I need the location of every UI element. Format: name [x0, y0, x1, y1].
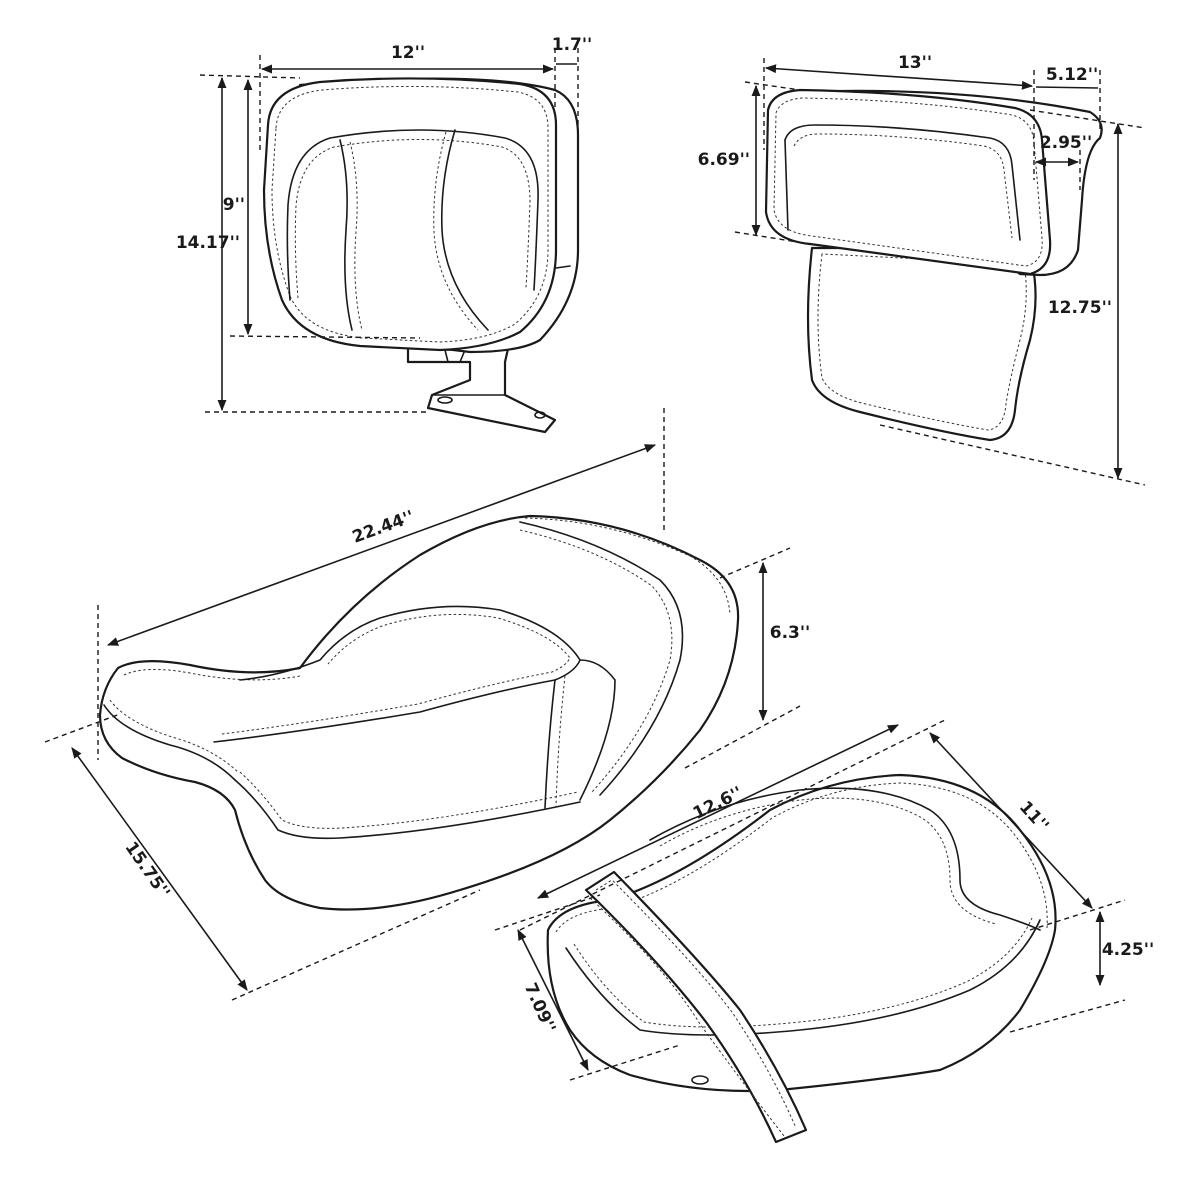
backrest-width-label: 12'': [391, 43, 425, 63]
passenger-seat-strap: [584, 870, 808, 1144]
passenger-seat-length-label: 12.6'': [690, 783, 746, 824]
driver-backrest: [262, 77, 580, 434]
passenger-backrest-upper-pad: [764, 88, 1052, 276]
driver-seat-length-label: 22.44'': [350, 507, 417, 548]
driver-seat: [98, 514, 740, 911]
passenger-seat-height-label: 4.25'': [1102, 940, 1154, 960]
passenger-backrest-depth-label: 5.12'': [1046, 65, 1098, 85]
passenger-backrest-pad-height-label: 6.69'': [698, 150, 750, 170]
driver-seat-height-label: 6.3'': [770, 623, 811, 643]
passenger-backrest-total-height-label: 12.75'': [1048, 298, 1112, 318]
passenger-backrest-width-label: 13'': [898, 53, 932, 73]
passenger-seat: [546, 773, 1057, 1144]
backrest-depth-label: 1.7'': [552, 35, 593, 55]
passenger-backrest: [764, 88, 1103, 442]
driver-backrest-dimensions: 12'' 1.7'' 9'' 14.17'': [176, 35, 593, 413]
backrest-total-height-label: 14.17'': [176, 233, 240, 253]
passenger-backrest-dimensions: 13'' 5.12'' 2.95'' 6.69'' 12.75'': [698, 53, 1146, 486]
passenger-backrest-thickness-label: 2.95'': [1040, 133, 1092, 153]
backrest-pad: [262, 77, 558, 352]
driver-seat-width-label: 15.75'': [120, 838, 173, 902]
backrest-pad-height-label: 9'': [223, 195, 245, 215]
passenger-backrest-lower-pad: [806, 246, 1037, 442]
backrest-mount-bracket: [406, 338, 557, 434]
passenger-seat-body: [546, 773, 1057, 1093]
